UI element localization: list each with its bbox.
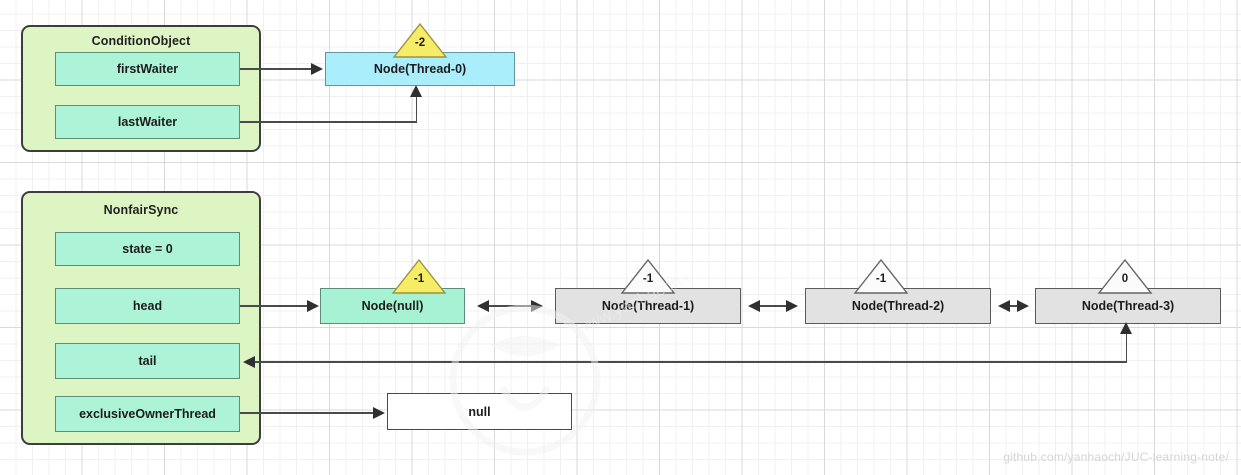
field-head: head [55, 288, 240, 324]
owner-null-box: null [387, 393, 572, 430]
field-first-waiter: firstWaiter [55, 52, 240, 86]
node-null: Node(null) [320, 288, 465, 324]
wire-last-waiter-horizontal [240, 121, 417, 123]
wait-status-badge-thread-2-label: -1 [875, 273, 887, 285]
arrowhead-thread-2-thread-3-left [998, 299, 1010, 312]
arrowhead-last-waiter [410, 85, 422, 97]
wait-status-badge-null-label: -1 [413, 273, 425, 285]
field-exclusive-owner-thread: exclusiveOwnerThread [55, 396, 240, 432]
node-thread-3-label: Node(Thread-3) [1081, 299, 1175, 313]
arrowhead-exclusive-owner-thread [373, 406, 385, 419]
node-thread-1-label: Node(Thread-1) [601, 299, 695, 313]
wait-status-badge-thread-2: -1 [853, 258, 909, 295]
wait-status-badge-thread-0: -2 [392, 22, 448, 59]
wire-thread-2-thread-3 [1005, 305, 1025, 307]
wait-status-badge-thread-3-label: 0 [1121, 273, 1129, 285]
arrowhead-first-waiter [311, 62, 323, 75]
arrowhead-thread-1-thread-2-left [748, 299, 760, 312]
field-state-label: state = 0 [122, 242, 173, 256]
wait-status-badge-thread-1-label: -1 [642, 273, 654, 285]
field-last-waiter-label: lastWaiter [117, 115, 178, 129]
wire-last-waiter-vertical [415, 95, 418, 122]
node-thread-2-label: Node(Thread-2) [851, 299, 945, 313]
field-first-waiter-label: firstWaiter [116, 62, 179, 76]
node-null-label: Node(null) [361, 299, 424, 313]
condition-object-title: ConditionObject [91, 34, 191, 48]
wait-status-badge-null: -1 [391, 258, 447, 295]
wire-thread-1-thread-2 [755, 305, 791, 307]
wait-status-badge-thread-1: -1 [620, 258, 676, 295]
arrowhead-null-thread-1-left [477, 299, 489, 312]
node-thread-0-label: Node(Thread-0) [373, 62, 467, 76]
wait-status-badge-thread-3: 0 [1097, 258, 1153, 295]
wire-tail-horizontal [255, 361, 1127, 363]
field-head-label: head [132, 299, 163, 313]
arrowhead-thread-2-thread-3-right [1017, 299, 1029, 312]
field-tail-label: tail [138, 354, 157, 368]
wire-exclusive-owner-thread [240, 412, 376, 414]
source-watermark: github.com/yanhaoch/JUC-learning-note/ [1003, 450, 1229, 464]
field-exclusive-owner-thread-label: exclusiveOwnerThread [79, 407, 216, 421]
wire-tail-vertical [1125, 332, 1128, 362]
arrowhead-null-thread-1-right [531, 299, 543, 312]
wire-first-waiter [240, 68, 313, 70]
arrowhead-tail-into-thread-3 [1120, 322, 1132, 334]
wait-status-badge-thread-0-label: -2 [414, 37, 426, 49]
owner-null-label: null [468, 404, 491, 419]
field-last-waiter: lastWaiter [55, 105, 240, 139]
wire-head [240, 305, 309, 307]
arrowhead-thread-1-thread-2-right [786, 299, 798, 312]
field-tail: tail [55, 343, 240, 379]
node-thread-2: Node(Thread-2) [805, 288, 991, 324]
node-thread-3: Node(Thread-3) [1035, 288, 1221, 324]
arrowhead-head [307, 299, 319, 312]
field-state: state = 0 [55, 232, 240, 266]
arrowhead-tail [243, 355, 255, 368]
nonfair-sync-title: NonfairSync [103, 203, 179, 217]
